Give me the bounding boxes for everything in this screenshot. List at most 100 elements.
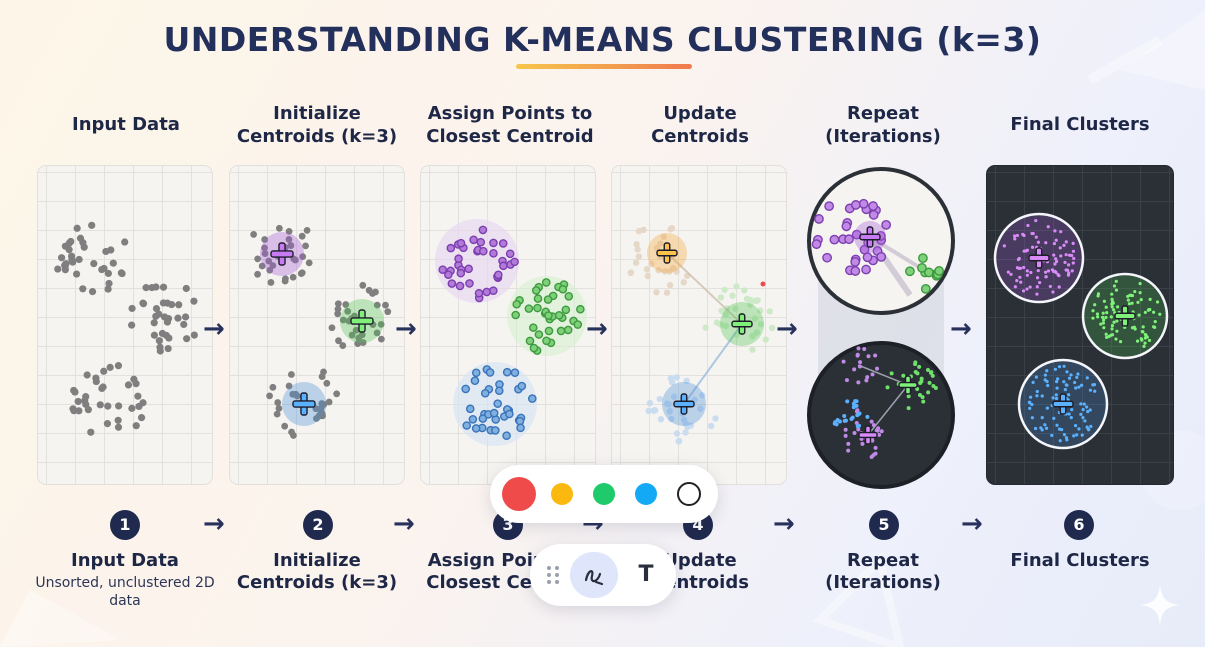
data-point-faded	[673, 430, 681, 437]
data-point	[354, 340, 362, 348]
data-point-green	[913, 360, 918, 365]
data-point-purple	[875, 366, 880, 371]
data-point	[269, 262, 277, 269]
data-point	[134, 392, 142, 400]
data-point	[159, 283, 168, 291]
centroid-blue-icon-c	[682, 402, 686, 406]
final-cluster-blue-point	[1045, 369, 1049, 373]
final-cluster-blue-point	[1040, 394, 1044, 398]
data-point-green	[885, 385, 890, 390]
swatch-red[interactable]	[502, 477, 536, 511]
data-point	[150, 319, 158, 327]
swatch-blue[interactable]	[635, 483, 657, 505]
pen-tool-button[interactable]	[570, 552, 618, 598]
data-point	[181, 313, 190, 321]
data-point-green	[918, 381, 923, 386]
data-point-green	[554, 311, 564, 320]
data-point-purple	[844, 378, 849, 383]
data-point	[128, 321, 136, 329]
final-cluster-purple-point	[1057, 285, 1061, 289]
data-point	[297, 270, 305, 277]
swatch-yellow[interactable]	[551, 483, 573, 505]
data-point	[130, 375, 138, 383]
centroid-purple-icon	[270, 242, 294, 266]
final-cluster-blue-point	[1070, 407, 1074, 412]
final-cluster-blue-point	[1075, 375, 1079, 380]
data-point	[334, 300, 342, 308]
final-cluster-green-point	[1130, 301, 1134, 305]
data-point-faded	[680, 279, 687, 286]
final-cluster-green-point	[1115, 329, 1119, 333]
final-cluster-purple-point	[1054, 238, 1058, 242]
step-5-number: 5	[869, 510, 899, 540]
data-point	[155, 337, 163, 345]
data-point	[342, 301, 350, 308]
final-cluster-blue-point	[1028, 406, 1032, 410]
data-point-blue	[491, 426, 500, 435]
data-point-blue	[857, 411, 862, 416]
data-point	[114, 362, 123, 370]
data-point-purple	[877, 432, 882, 437]
final-cluster-blue-point	[1046, 383, 1050, 388]
data-point	[160, 313, 169, 321]
final-cluster-green-point	[1139, 298, 1143, 302]
final-cluster-blue-point	[1054, 396, 1059, 401]
data-point-purple	[868, 201, 879, 211]
data-point-blue	[517, 381, 527, 391]
data-point	[377, 320, 385, 328]
final-cluster-blue-point	[1055, 380, 1059, 384]
final-cluster-blue-centroid-icon-c	[1061, 402, 1065, 406]
final-cluster-blue-point	[1058, 439, 1062, 443]
final-cluster-blue-point	[1067, 376, 1072, 380]
data-point-blue	[471, 424, 481, 433]
data-point-green	[524, 304, 534, 313]
swatch-green[interactable]	[593, 483, 615, 505]
step-4-heading: Update Centroids	[651, 103, 749, 147]
data-point-purple	[869, 419, 874, 424]
data-point-faded	[722, 311, 730, 318]
final-cluster-purple-point	[1052, 253, 1056, 257]
final-clusters-scatter	[993, 212, 1169, 450]
final-cluster-green-point	[1135, 339, 1140, 343]
final-cluster-purple-point	[1022, 233, 1026, 238]
data-point-purple	[876, 251, 887, 262]
text-tool-button[interactable]: T	[638, 562, 654, 587]
data-point	[132, 422, 140, 430]
final-cluster-blue-point	[1088, 388, 1093, 392]
data-point-faded	[747, 301, 754, 308]
data-point	[70, 386, 78, 395]
data-point-faded	[668, 415, 675, 423]
data-point-blue	[493, 399, 503, 408]
data-point-green	[920, 283, 931, 294]
final-cluster-blue-point	[1053, 367, 1058, 371]
final-cluster-blue-point	[1085, 376, 1089, 380]
data-point	[103, 420, 112, 428]
final-cluster-green-point	[1141, 330, 1145, 334]
data-point-purple	[846, 441, 851, 446]
final-cluster-blue-point	[1077, 427, 1081, 431]
final-cluster-green-point	[1130, 326, 1135, 330]
data-point	[152, 312, 160, 320]
final-cluster-blue-point	[1043, 378, 1047, 382]
data-point	[369, 290, 376, 297]
data-point-purple	[456, 238, 466, 248]
data-point	[352, 326, 360, 334]
data-point-faded	[747, 296, 754, 304]
data-point	[318, 373, 326, 380]
final-cluster-green-point	[1091, 309, 1095, 313]
final-cluster-green-point	[1155, 300, 1160, 304]
data-point	[373, 329, 381, 337]
data-point	[150, 331, 158, 339]
data-point-blue	[510, 368, 520, 378]
data-point	[128, 404, 136, 412]
final-cluster-purple-point	[1022, 265, 1026, 270]
swatch-none[interactable]	[677, 482, 701, 506]
data-point-green	[913, 369, 918, 374]
drag-handle-icon[interactable]	[546, 565, 560, 585]
final-cluster-purple-point	[1057, 274, 1061, 278]
arrow-3-4: →	[586, 314, 608, 344]
final-cluster-green-centroid-icon-c	[1123, 314, 1127, 318]
final-cluster-green-point	[1110, 327, 1114, 331]
data-point-purple	[494, 270, 503, 280]
data-point-purple	[869, 454, 874, 459]
